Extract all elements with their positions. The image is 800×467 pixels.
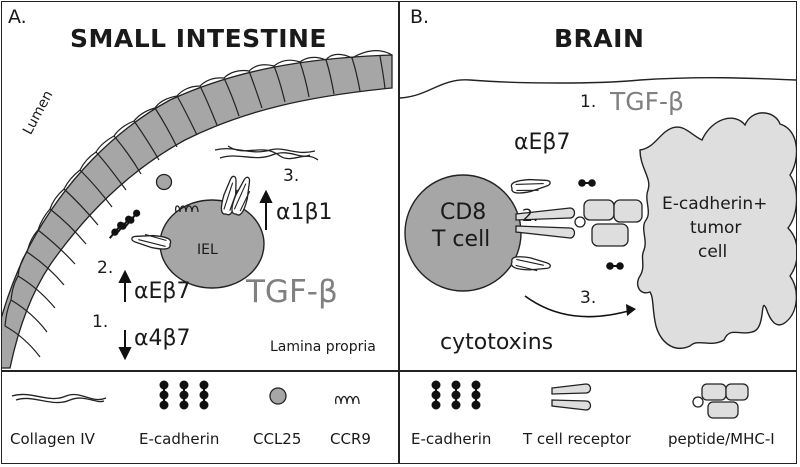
epithelial-cell-borders (4, 55, 386, 358)
cytotoxin-arrow (524, 295, 633, 318)
ccr9-receptor (174, 205, 199, 213)
legend-b-icons (431, 380, 749, 419)
cd8-label-line2: T cell (432, 227, 491, 252)
lamina-propria-label: Lamina propria (270, 339, 376, 355)
b-step-3: 3. (580, 288, 597, 308)
tumor-cell (636, 112, 796, 349)
legend-peptide-mhc: peptide/MHC-I (668, 430, 775, 448)
panel-a-title: SMALL INTESTINE (70, 24, 328, 53)
a-step-3: 3. (283, 166, 300, 186)
intestine-scene (2, 2, 398, 369)
a-step-1: 1. (92, 312, 109, 332)
a-step-2: 2. (97, 258, 114, 278)
panel-b-letter: B. (410, 6, 430, 28)
tgf-beta-a: TGF-β (246, 274, 338, 310)
tgf-beta-b: TGF-β (610, 87, 684, 116)
legend-ccl25: CCL25 (253, 430, 302, 448)
tumor-label-line3: cell (698, 242, 728, 262)
legend-ccr9: CCR9 (330, 430, 371, 448)
brain-scene (400, 77, 796, 349)
cd8-label-line1: CD8 (440, 200, 487, 225)
tumor-label-line2: tumor (690, 218, 742, 238)
panel-b-title: BRAIN (554, 24, 645, 53)
tumor-label-line1: E-cadherin+ (662, 194, 768, 214)
iel-label: IEL (197, 242, 218, 258)
panel-divider (398, 1, 400, 464)
t-cell-receptor (515, 207, 576, 239)
ccl25-dot (155, 173, 173, 191)
cytotoxins-label: cytotoxins (440, 330, 554, 355)
panel-a-letter: A. (8, 6, 27, 28)
aeb7-label-b: αEβ7 (514, 130, 571, 155)
epithelium-band (2, 54, 393, 369)
legend-e-cadherin-a: E-cadherin (139, 430, 220, 448)
legend-collagen-iv: Collagen IV (10, 430, 95, 448)
a4b7-label: α4β7 (134, 326, 191, 351)
legend-a-icons (11, 380, 360, 410)
collagen-fibres (214, 145, 319, 161)
legend-divider (1, 370, 797, 372)
peptide-mhc (574, 199, 643, 247)
a1b1-label: α1β1 (276, 200, 333, 225)
b-step-1: 1. (580, 92, 597, 112)
brain-surface (400, 77, 796, 99)
legend-e-cadherin-b: E-cadherin (411, 430, 492, 448)
b-step-2: 2. (522, 206, 539, 226)
legend-t-cell-receptor: T cell receptor (523, 430, 631, 448)
aeb7-label-a: αEβ7 (134, 279, 191, 304)
